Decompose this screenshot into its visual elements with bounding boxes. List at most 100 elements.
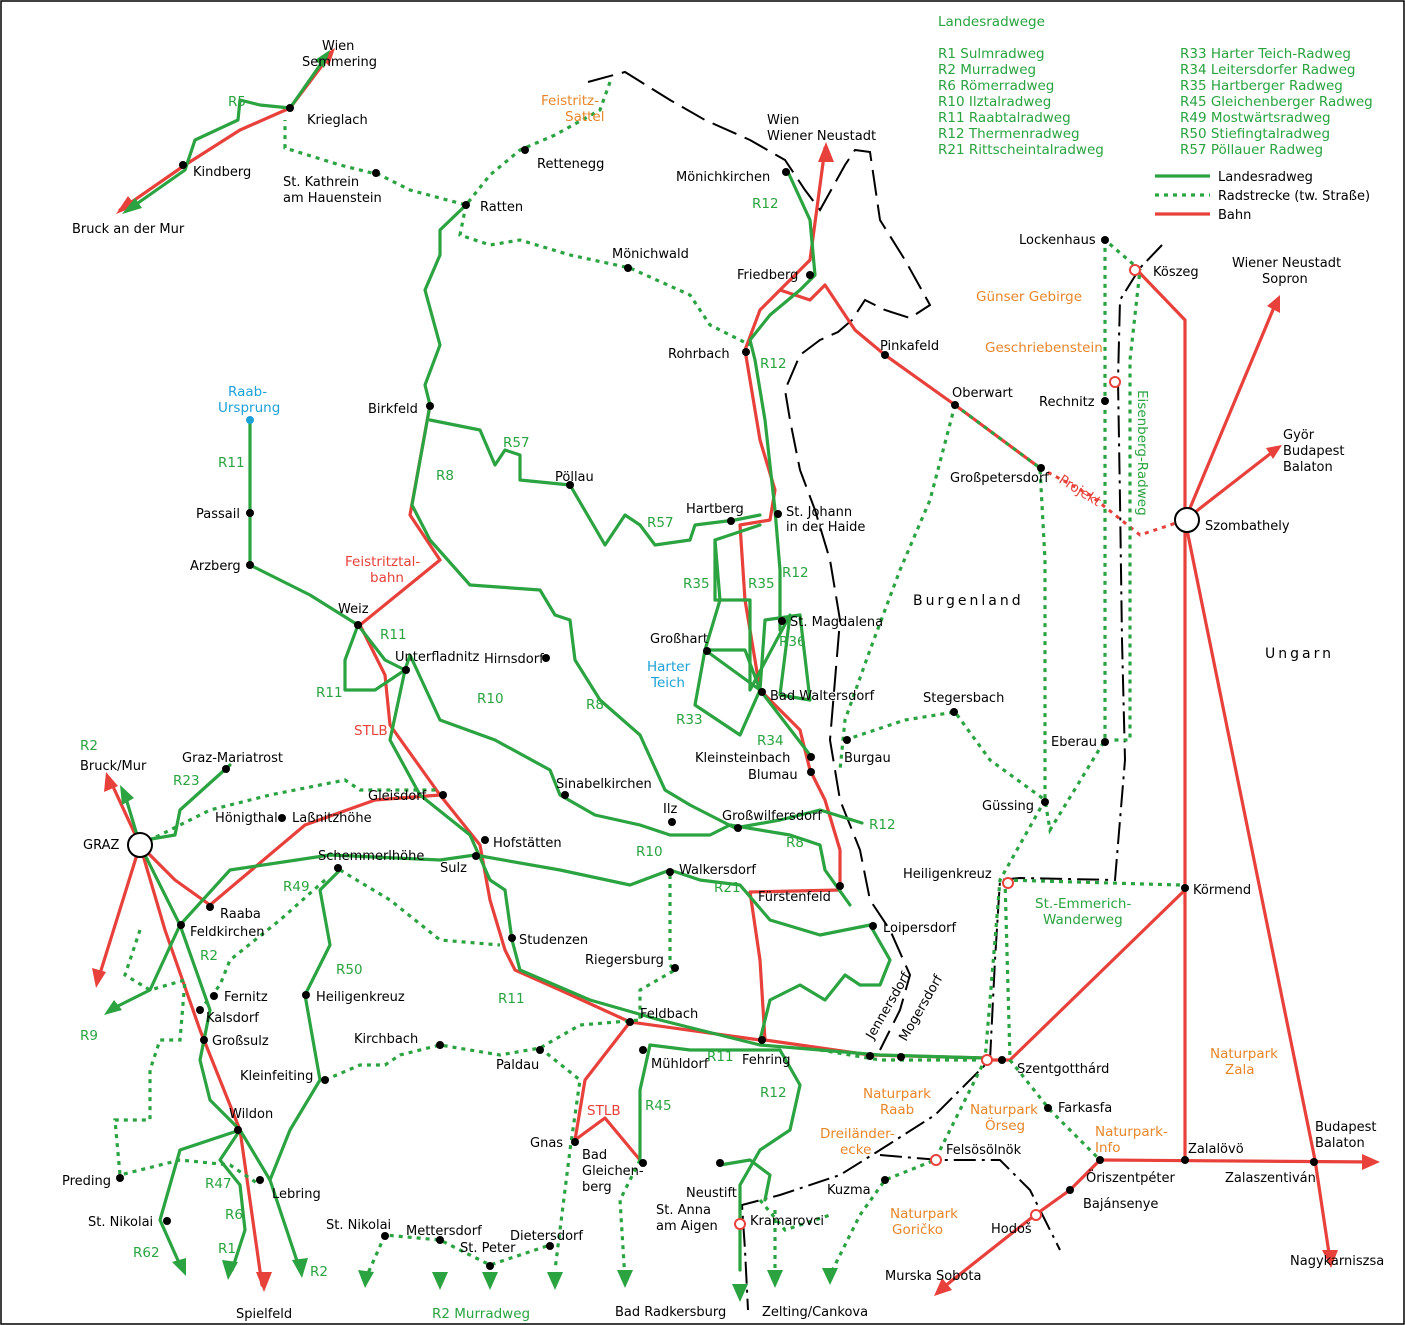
route-label: R21 — [714, 880, 741, 896]
destination-label: Balaton — [1315, 1136, 1365, 1151]
route-label: Eisenberg-Radweg — [1134, 390, 1150, 516]
route-label: R35 — [748, 576, 775, 592]
national-border — [740, 244, 1163, 1311]
town-label: Kramarovci — [750, 1214, 824, 1229]
town-label: Großsulz — [212, 1034, 269, 1049]
route-label: R12 — [760, 356, 787, 372]
route-label: R45 — [645, 1098, 672, 1114]
town-label: Bajánsenye — [1083, 1197, 1158, 1212]
town-label: Köszeg — [1153, 265, 1199, 280]
rail-label: STLB — [354, 723, 388, 739]
route-label: R2 — [200, 948, 218, 964]
town-label: Burgau — [844, 751, 891, 766]
country-label: Ungarn — [1265, 646, 1334, 662]
town-label: Bad Waltersdorf — [770, 689, 875, 704]
destination-label: Balaton — [1283, 460, 1333, 475]
destination-label: Wien — [322, 39, 354, 54]
town-label: Großwilfersdorf — [722, 809, 822, 824]
town-label: Mönichkirchen — [676, 170, 770, 185]
route-label: R10 — [477, 691, 504, 707]
legend-route: R49 Mostwärtsradweg — [1180, 110, 1331, 126]
legend-route: R2 Murradweg — [938, 62, 1036, 78]
town-label: Güssing — [982, 799, 1034, 814]
legend-route: R34 Leitersdorfer Radweg — [1180, 62, 1356, 78]
town-label: Hirnsdorf — [484, 652, 544, 667]
region-labels: Feistritz- Sattel Günser Gebirge Geschri… — [218, 93, 1334, 1238]
country-label: Burgenland — [913, 593, 1024, 609]
town-label: Fürstenfeld — [758, 890, 831, 905]
route-label: R8 — [586, 697, 604, 713]
town-label: Gleichen- — [582, 1164, 644, 1179]
legend-route: R50 Stiefingtalradweg — [1180, 126, 1330, 142]
region-label: Info — [1095, 1140, 1121, 1156]
town-label: Fehring — [742, 1053, 790, 1068]
destination-label: Györ — [1283, 428, 1315, 443]
town-label: Friedberg — [737, 268, 798, 283]
town-label: Szentgotthárd — [1017, 1062, 1109, 1077]
town-label: Öriszentpéter — [1086, 1169, 1175, 1186]
route-label: R6 — [225, 1207, 243, 1223]
town-labels: Kindberg Krieglach St. Kathrein am Hauen… — [62, 113, 1316, 1256]
route-label: R36 — [779, 634, 806, 650]
town-label: Lebring — [272, 1187, 321, 1202]
rail-label: Projekt — [1056, 472, 1104, 510]
legend-route: R35 Hartberger Radweg — [1180, 78, 1343, 94]
town-label: Feldbach — [640, 1007, 698, 1022]
town-label: Preding — [62, 1174, 111, 1189]
route-label: R12 — [752, 196, 779, 212]
route-label: R10 — [636, 844, 663, 860]
legend: Landesradwege R1 Sulmradweg R2 Murradweg… — [938, 14, 1373, 223]
town-label: Sulz — [440, 861, 467, 876]
legend-route: R12 Thermenradweg — [938, 126, 1080, 142]
legend-landesradweg: Landesradweg — [1218, 170, 1313, 185]
town-label: Großpetersdorf — [950, 471, 1049, 486]
town-label: St. Johann — [786, 505, 852, 520]
region-label: Naturpark- — [1095, 1124, 1168, 1140]
legend-route: R45 Gleichenberger Radweg — [1180, 94, 1373, 110]
route-label: St.-Emmerich- — [1035, 896, 1131, 912]
region-label: Geschriebenstein — [985, 340, 1103, 356]
destination-label: Budapest — [1315, 1120, 1377, 1135]
town-label: Oberwart — [952, 386, 1013, 401]
town-label: Körmend — [1193, 883, 1251, 898]
destination-label: Wiener Neustadt — [1232, 256, 1341, 271]
route-label: R34 — [757, 733, 784, 749]
destination-labels: Wien Semmering Bruck an der Mur Wien Wie… — [72, 39, 1384, 1322]
destination-label: Sopron — [1262, 272, 1308, 287]
town-label: Hartberg — [686, 502, 744, 517]
legend-route: R33 Harter Teich-Radweg — [1180, 46, 1351, 62]
town-label: St. Peter — [460, 1241, 516, 1256]
region-label: Naturpark — [890, 1206, 958, 1222]
route-label: R9 — [80, 1028, 98, 1044]
town-label: Weiz — [338, 602, 369, 617]
legend-title: Landesradwege — [938, 14, 1045, 30]
town-label: Gnas — [530, 1136, 563, 1151]
town-label: GRAZ — [83, 838, 119, 853]
town-label: Pöllau — [555, 470, 594, 485]
route-label: R47 — [205, 1176, 232, 1192]
route-label: R8 — [436, 468, 454, 484]
legend-route: R11 Raabtalradweg — [938, 110, 1071, 126]
route-label: R62 — [133, 1245, 160, 1261]
town-label: am Hauenstein — [283, 191, 382, 206]
legend-route: R1 Sulmradweg — [938, 46, 1045, 62]
route-label: R57 — [503, 435, 530, 451]
town-label: Bad — [582, 1148, 607, 1163]
rail-labels: Feistritztal- bahn STLB STLB Projekt — [345, 472, 1104, 1119]
region-label: Sattel — [565, 109, 605, 125]
legend-route: R6 Römerradweg — [938, 78, 1054, 94]
town-label: Heiligenkreuz — [903, 867, 992, 882]
water-label: Harter — [647, 659, 691, 675]
region-label: Naturpark — [970, 1102, 1038, 1118]
town-label: Szombathely — [1205, 519, 1290, 534]
town-label: St. Magdalena — [790, 615, 883, 630]
town-label: Hofstätten — [493, 836, 562, 851]
town-label: Passail — [196, 507, 240, 522]
town-label: Stegersbach — [923, 691, 1004, 706]
region-label: Naturpark — [863, 1086, 931, 1102]
town-label: Laßnitzhöhe — [292, 811, 372, 826]
town-label: berg — [582, 1180, 612, 1195]
town-label: Birkfeld — [368, 402, 418, 417]
town-label: Heiligenkreuz — [316, 990, 405, 1005]
town-label: Sinabelkirchen — [556, 777, 652, 792]
